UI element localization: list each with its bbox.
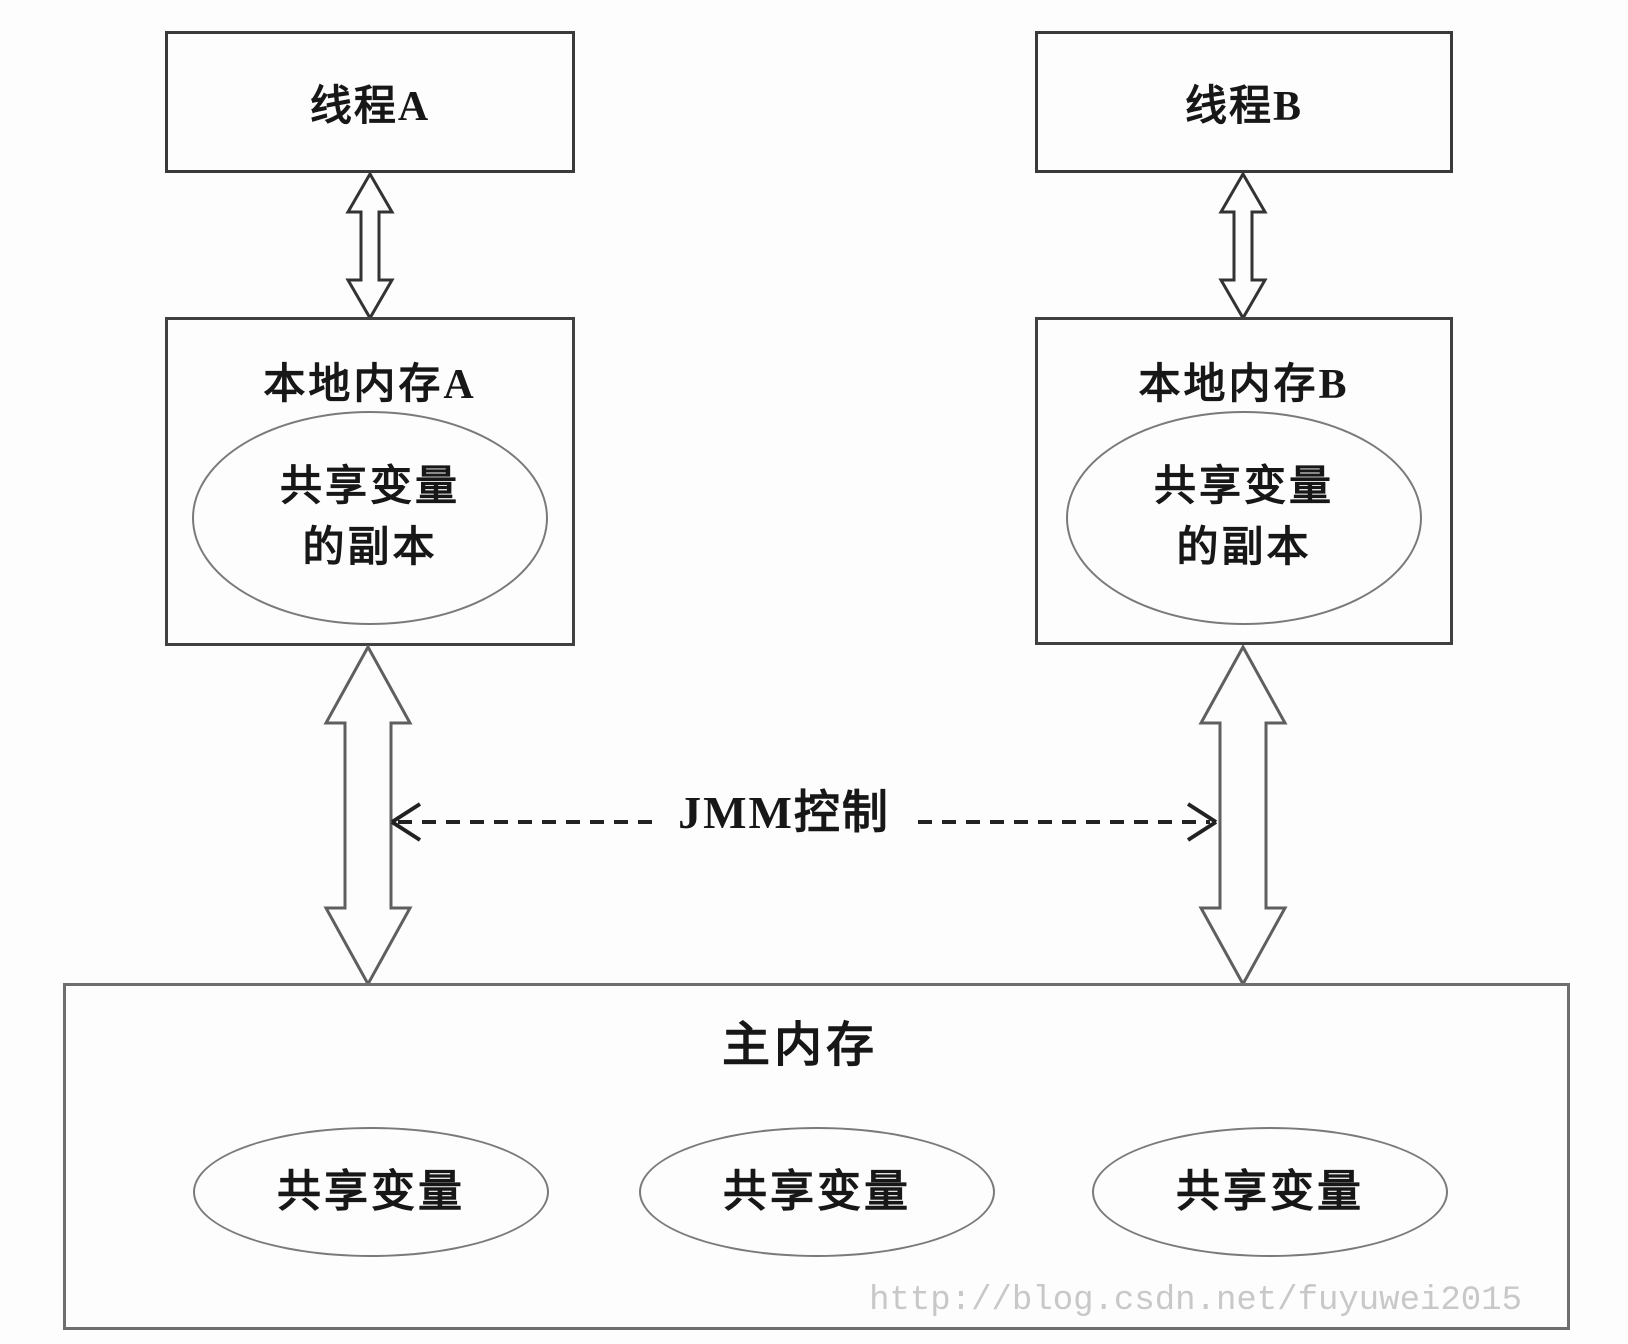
shared-variable-label: 共享变量 <box>1176 1167 1364 1217</box>
thread-a-label: 线程A <box>309 83 431 130</box>
jmm-control-label: JMM控制 <box>678 787 890 838</box>
shared-variable-label: 共享变量 <box>723 1167 911 1217</box>
jmm-dashed-arrow-right-icon <box>918 802 1218 842</box>
main-memory-title: 主内存 <box>721 1019 878 1072</box>
watermark-url: http://blog.csdn.net/fuyuwei2015 <box>869 1282 1522 1320</box>
double-arrow-thread-a-local-a-icon <box>345 172 395 320</box>
local-memory-b-shared-copy-ellipse: 共享变量 的副本 <box>1066 411 1422 625</box>
main-memory-shared-variable-ellipse-2: 共享变量 <box>639 1127 995 1257</box>
shared-copy-line1: 共享变量 <box>279 464 460 511</box>
main-memory-shared-variable-ellipse-3: 共享变量 <box>1092 1127 1448 1257</box>
shared-copy-line1: 共享变量 <box>1153 464 1334 511</box>
double-arrow-thread-b-local-b-icon <box>1218 172 1268 320</box>
shared-copy-line2: 的副本 <box>1176 525 1312 571</box>
thread-a-box: 线程A <box>165 31 575 173</box>
thread-b-label: 线程B <box>1184 83 1303 130</box>
jmm-dashed-arrow-left-icon <box>390 802 654 842</box>
main-memory-shared-variable-ellipse-1: 共享变量 <box>193 1127 549 1257</box>
local-memory-b-title: 本地内存B <box>1138 362 1350 408</box>
local-memory-a-shared-copy-ellipse: 共享变量 的副本 <box>192 411 548 625</box>
shared-variable-label: 共享变量 <box>277 1167 465 1217</box>
thread-b-box: 线程B <box>1035 31 1453 173</box>
local-memory-a-title: 本地内存A <box>263 362 477 408</box>
shared-copy-line2: 的副本 <box>302 525 438 571</box>
